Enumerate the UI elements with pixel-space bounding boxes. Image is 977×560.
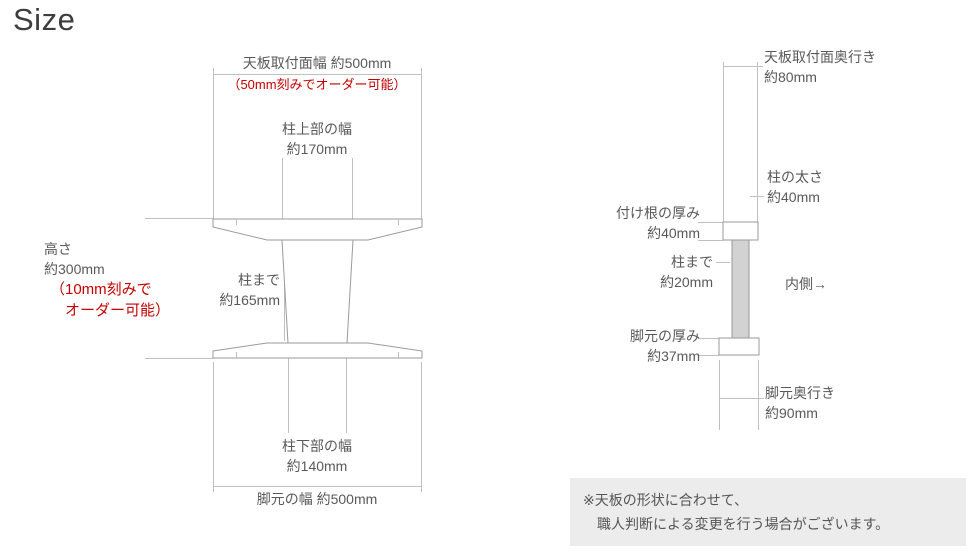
side-inner-direction-label: 内側→ [785, 276, 827, 292]
front-view-leg-shape [212, 218, 423, 359]
front-top-width-order-note: （50mm刻みでオーダー可能） [227, 77, 407, 92]
front-to-pillar-label: 柱まで 約165mm [219, 272, 280, 308]
side-root-block [722, 221, 759, 241]
craftsman-note-text: ※天板の形状に合わせて、 職人判断による変更を行う場合がございます。 [583, 492, 890, 532]
craftsman-note-box: ※天板の形状に合わせて、 職人判断による変更を行う場合がございます。 [570, 478, 966, 546]
page-title: Size [13, 2, 76, 37]
front-base-width-label: 脚元の幅 約500mm [256, 491, 378, 507]
side-pillar-thickness-label: 柱の太さ 約40mm [767, 169, 823, 205]
side-pillar [731, 239, 750, 339]
front-top-plate [212, 218, 423, 241]
dimension-lines [145, 62, 764, 492]
front-base-plate [212, 342, 423, 359]
side-foot-block [718, 337, 760, 356]
side-top-depth-label: 天板取付面奥行き 約80mm [764, 49, 876, 85]
front-pillar-top-width-label: 柱上部の幅 約170mm [282, 121, 352, 157]
side-root-thickness-label: 付け根の厚み 約40mm [616, 205, 700, 241]
front-height-order-note: （10mm刻みで オーダー可能） [50, 281, 171, 319]
front-height-label: 高さ 約300mm [44, 241, 105, 277]
side-base-thickness-label: 脚元の厚み 約37mm [630, 328, 700, 364]
front-pillar-bottom-width-label: 柱下部の幅 約140mm [282, 438, 352, 474]
side-view-leg-shape [718, 221, 760, 356]
side-base-depth-label: 脚元奥行き 約90mm [765, 385, 835, 421]
side-to-pillar-label: 柱まで 約20mm [660, 254, 713, 290]
front-top-width-label: 天板取付面幅 約500mm [242, 55, 392, 71]
front-pillar [281, 239, 354, 344]
